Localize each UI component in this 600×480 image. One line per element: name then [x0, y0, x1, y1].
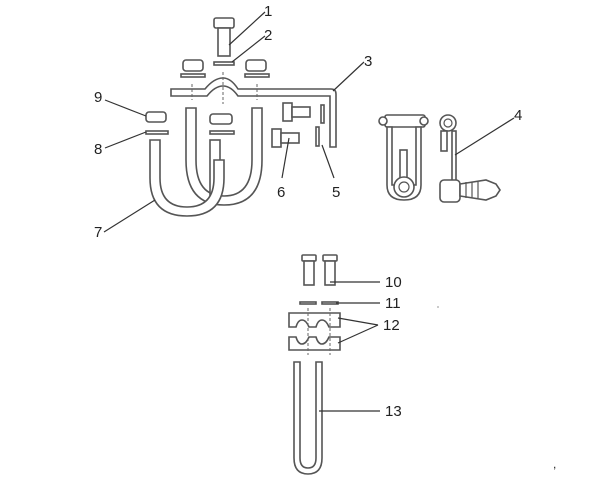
callout-1: 1	[264, 3, 273, 20]
stray-mark: ,	[553, 457, 557, 471]
callout-13: 13	[385, 403, 402, 420]
bolt-6b	[271, 128, 300, 148]
callout-4: 4	[514, 107, 523, 124]
washer-8	[145, 130, 169, 135]
callout-2: 2	[264, 27, 273, 44]
callout-5: 5	[332, 184, 341, 201]
washer-5a	[320, 104, 325, 124]
callout-12: 12	[383, 317, 400, 334]
shock-link-front-view	[378, 114, 429, 201]
bolt-1	[213, 17, 235, 57]
u-bolt-13	[293, 361, 323, 475]
nut-left-top	[180, 59, 206, 78]
callout-3: 3	[364, 53, 373, 70]
callout-8: 8	[94, 141, 103, 158]
nut-9	[145, 111, 167, 123]
u-bolt-7	[149, 139, 225, 217]
washer-2	[213, 61, 235, 66]
bracket-3	[170, 77, 337, 148]
clamp-block-lower	[288, 336, 341, 351]
callout-6: 6	[277, 184, 286, 201]
nut-right-top	[244, 59, 270, 78]
washer-11b	[321, 301, 339, 305]
bolts-10	[301, 254, 338, 286]
callout-7: 7	[94, 224, 103, 241]
callout-11: 11	[385, 295, 401, 312]
clamp-block-upper	[288, 312, 341, 328]
shock-link-side-view	[439, 114, 501, 203]
callout-9: 9	[94, 89, 103, 106]
callout-10: 10	[385, 274, 402, 291]
bolt-6a	[282, 102, 311, 122]
u-bolt-upper	[185, 107, 263, 206]
washer-11a	[299, 301, 317, 305]
washer-5b	[315, 126, 320, 147]
